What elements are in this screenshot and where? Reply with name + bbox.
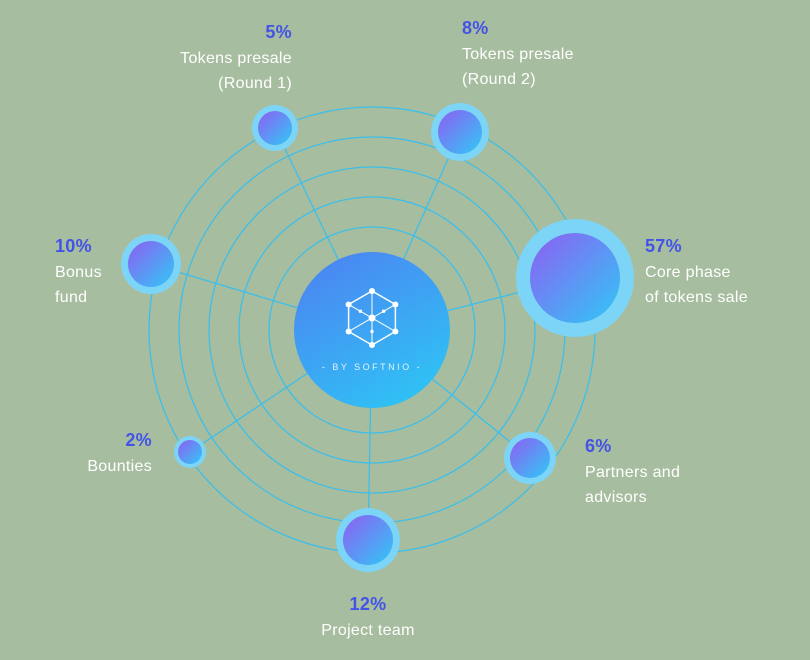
bubble-core-phase	[516, 219, 634, 337]
label-partners-advisors: 6% Partners and advisors	[585, 434, 680, 510]
bubble-core	[530, 233, 620, 323]
bubble-core	[128, 241, 174, 287]
bubble-project-team	[336, 508, 400, 572]
label-line: (Round 2)	[462, 71, 536, 88]
bubble-core	[258, 111, 292, 145]
label-project-team: 12% Project team	[268, 592, 468, 643]
bubble-tokens-presale-round-2	[431, 103, 489, 161]
hexagon-network-icon	[345, 288, 399, 348]
label-line: advisors	[585, 489, 647, 506]
label-line: Tokens presale	[180, 50, 292, 67]
hexagon-node-dots	[345, 288, 399, 348]
label-tokens-presale-round-1: 5% Tokens presale (Round 1)	[180, 20, 292, 96]
label-line: (Round 1)	[218, 75, 292, 92]
label-line: of tokens sale	[645, 289, 748, 306]
label-core-phase: 57% Core phase of tokens sale	[645, 234, 748, 310]
bubble-core	[438, 110, 482, 154]
percent-value: 12%	[349, 594, 387, 614]
center-hub: - BY SOFTNIO -	[294, 252, 450, 408]
label-line: Bonus	[55, 264, 102, 281]
label-line: Bounties	[87, 458, 152, 475]
label-line: Partners and	[585, 464, 681, 481]
percent-value: 8%	[462, 18, 489, 38]
percent-value: 2%	[125, 430, 152, 450]
bubble-core	[343, 515, 393, 565]
percent-value: 5%	[265, 22, 292, 42]
orbit-ring-3	[208, 166, 536, 494]
bubble-bonus-fund	[121, 234, 181, 294]
label-line: Core phase	[645, 264, 731, 281]
orbit-ring-1	[268, 226, 476, 434]
bubble-tokens-presale-round-1	[252, 105, 298, 151]
label-tokens-presale-round-2: 8% Tokens presale (Round 2)	[462, 16, 574, 92]
bubble-core	[178, 440, 202, 464]
label-bonus-fund: 10% Bonus fund	[55, 234, 102, 310]
brand-text: - BY SOFTNIO -	[322, 362, 422, 372]
percent-value: 57%	[645, 236, 682, 256]
bubble-core	[510, 438, 550, 478]
percent-value: 10%	[55, 236, 92, 256]
label-line: Project team	[321, 622, 415, 639]
label-line: Tokens presale	[462, 46, 574, 63]
bubble-partners-advisors	[504, 432, 556, 484]
label-line: fund	[55, 289, 88, 306]
label-bounties: 2% Bounties	[87, 428, 152, 479]
orbit-ring-2	[238, 196, 506, 464]
bubble-bounties	[174, 436, 206, 468]
percent-value: 6%	[585, 436, 612, 456]
